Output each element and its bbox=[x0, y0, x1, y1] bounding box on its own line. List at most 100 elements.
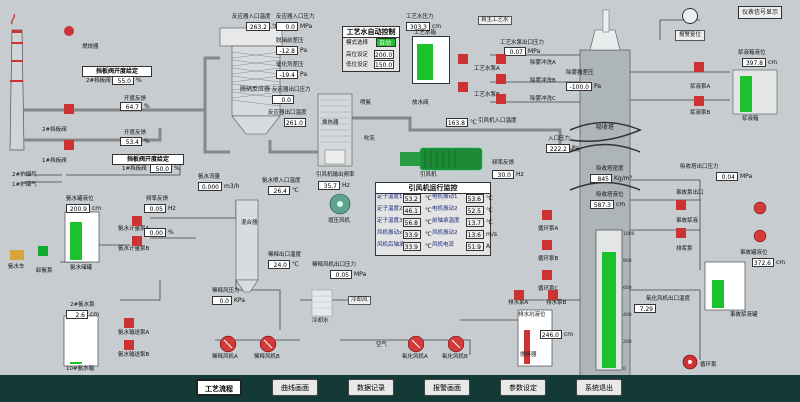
fb-value: 0.00 bbox=[144, 228, 166, 237]
circ-b: 循环泵B bbox=[538, 256, 559, 262]
drain-pump-b-icon[interactable] bbox=[548, 290, 558, 300]
flush-c-icon[interactable] bbox=[496, 94, 506, 104]
baffle2-valve: 2#挡板阀 bbox=[42, 127, 67, 133]
pw-out-press-unit: MPa bbox=[528, 48, 541, 55]
pw-press-label: 工艺水压力 bbox=[406, 14, 434, 20]
fan-monitor-cell: ℃ bbox=[486, 207, 493, 214]
nav-curve[interactable]: 曲线画面 bbox=[272, 379, 318, 396]
reactor-title: 脱硝反应器 bbox=[240, 86, 271, 93]
outlet-temp-label: 引风机入口温度 bbox=[478, 118, 517, 124]
circ-b-icon[interactable] bbox=[542, 240, 552, 250]
dilute-fan-press-unit: KPa bbox=[234, 297, 245, 304]
baffle1-actuator-icon[interactable] bbox=[64, 140, 74, 150]
heat-exchanger-label: 换热器 bbox=[322, 120, 339, 126]
nav-exit[interactable]: 系统退出 bbox=[576, 379, 622, 396]
fan-monitor-cell: 33.9 bbox=[403, 230, 421, 239]
p2-value: -19.4 bbox=[276, 70, 298, 79]
circ-c-icon[interactable] bbox=[542, 270, 552, 280]
reactor-in-temp: 263.2 bbox=[246, 22, 270, 31]
ammonia-box-pump-b-icon[interactable] bbox=[124, 340, 134, 350]
inlet-press: 222.2 bbox=[546, 144, 570, 153]
accident-label: 事故泵出口 bbox=[676, 190, 704, 196]
demister-unit: Pa bbox=[594, 83, 602, 90]
low-value[interactable]: 150.0 bbox=[374, 60, 394, 69]
open1-label: 开度反馈 bbox=[124, 130, 147, 136]
flush-b: 除雾冲洗B bbox=[530, 78, 556, 84]
dilute-temp-label: 稀释出口温度 bbox=[268, 252, 302, 258]
slurry-pump-b-icon[interactable] bbox=[694, 96, 704, 106]
flush-a-icon[interactable] bbox=[496, 54, 506, 64]
drain-pump-a-icon[interactable] bbox=[514, 290, 524, 300]
nav-alarm[interactable]: 报警画面 bbox=[424, 379, 470, 396]
circ-a-icon[interactable] bbox=[542, 210, 552, 220]
reactor-in-press-unit: MPa bbox=[300, 23, 313, 30]
slurry-level: 397.8 bbox=[742, 58, 766, 67]
dilute-temp: 24.0 bbox=[268, 260, 290, 269]
unload-pump-icon[interactable] bbox=[38, 246, 48, 256]
reactor-out-press: 0.0 bbox=[272, 95, 294, 104]
drain-pump-b: 排水泵B bbox=[546, 300, 567, 306]
bell-icon[interactable] bbox=[682, 8, 698, 24]
mixer-label: 混合器 bbox=[241, 220, 258, 226]
meter-b-icon[interactable] bbox=[132, 236, 142, 246]
nav-data-record[interactable]: 数据记录 bbox=[348, 379, 394, 396]
density-value: 845 bbox=[590, 174, 612, 183]
fan-monitor-cell: m/s bbox=[486, 231, 497, 238]
fan-monitor-cell: 定子温度1 bbox=[377, 194, 403, 200]
baffle2-actuator-icon[interactable] bbox=[64, 104, 74, 114]
fan-monitor-cell: 风机振动x bbox=[377, 230, 403, 236]
pw-tank bbox=[412, 36, 450, 84]
drain-pump-icon[interactable] bbox=[676, 228, 686, 238]
mix-temp-label: 氨水喷入口温度 bbox=[262, 178, 301, 184]
dilute-fan-a: 稀释风机A bbox=[212, 354, 238, 360]
pw-pump-b: 工艺水泵B bbox=[474, 92, 500, 98]
fan-monitor-cell: 33.9 bbox=[403, 242, 421, 251]
valve-setpoint[interactable]: 55.0 bbox=[112, 76, 134, 85]
pw-tank-fill bbox=[417, 44, 433, 80]
slurry-pump-a-icon[interactable] bbox=[694, 62, 704, 72]
reactor-out-press-label: 反应器出口压力 bbox=[272, 87, 311, 93]
booster-label: 增压风机 bbox=[328, 218, 351, 224]
fan-freq: 30.0 bbox=[492, 170, 514, 179]
absorber-tick-label: 1000 bbox=[623, 232, 635, 237]
display-button[interactable]: 仪表信号显示 bbox=[738, 6, 783, 19]
slurry-level-label: 浆液箱液位 bbox=[738, 50, 766, 56]
ammonia-box-unit: cm bbox=[90, 311, 100, 318]
fan-monitor-cell: ℃ bbox=[425, 231, 432, 238]
nav-bar-bg bbox=[0, 375, 800, 402]
slurry-box: 浆液箱 bbox=[742, 116, 759, 122]
ammonia-tank-name: 氨水储罐 bbox=[70, 265, 93, 271]
accident-level-label: 事故罐液位 bbox=[740, 250, 768, 256]
pw-press: 303.3 bbox=[406, 22, 430, 31]
air-label: 空气 bbox=[376, 342, 388, 348]
flush-b-icon[interactable] bbox=[496, 74, 506, 84]
flow-value: 0.000 bbox=[198, 182, 222, 191]
inlet-press-unit: Pa bbox=[572, 145, 580, 152]
mode-value[interactable]: 自动 bbox=[376, 38, 396, 47]
ox-label: 氧化风机出口温度 bbox=[646, 296, 691, 302]
drain-label: 事故浆液 bbox=[676, 218, 699, 224]
dilute-fan-press: 0.0 bbox=[212, 296, 232, 305]
fan-monitor-cell: 电机振动2 bbox=[432, 206, 458, 212]
flow-label: 氨水流量 bbox=[198, 174, 221, 180]
high-value[interactable]: 200.0 bbox=[374, 50, 394, 59]
valve2-setpoint[interactable]: 50.0 bbox=[150, 164, 172, 173]
pw-pump-a-icon[interactable] bbox=[458, 54, 468, 64]
accident-pump-icon[interactable] bbox=[676, 200, 686, 210]
fan-monitor-cell: 定子温度3 bbox=[377, 218, 403, 224]
absorber-title: 吸收塔 bbox=[596, 124, 615, 131]
nav-process-flow[interactable]: 工艺流程 bbox=[196, 379, 242, 396]
meter-b: 氨水计量泵B bbox=[118, 246, 150, 252]
valve2-unit: % bbox=[174, 165, 180, 172]
accident-level: 372.6 bbox=[752, 258, 774, 267]
ammonia-box-pump-a-icon[interactable] bbox=[124, 318, 134, 328]
nav-params[interactable]: 参数设定 bbox=[500, 379, 546, 396]
meter-a-icon[interactable] bbox=[132, 216, 142, 226]
fan-speed-unit: Hz bbox=[342, 182, 350, 189]
truck-icon bbox=[10, 250, 24, 260]
mix-temp: 26.4 bbox=[268, 186, 290, 195]
pw-pump-b-icon[interactable] bbox=[458, 82, 468, 92]
valve-panel2-title: 挡板阀开度给定 bbox=[112, 154, 184, 165]
alarm-reset-button[interactable]: 报警复位 bbox=[675, 30, 706, 41]
fan-monitor-cell: ℃ bbox=[425, 243, 432, 250]
